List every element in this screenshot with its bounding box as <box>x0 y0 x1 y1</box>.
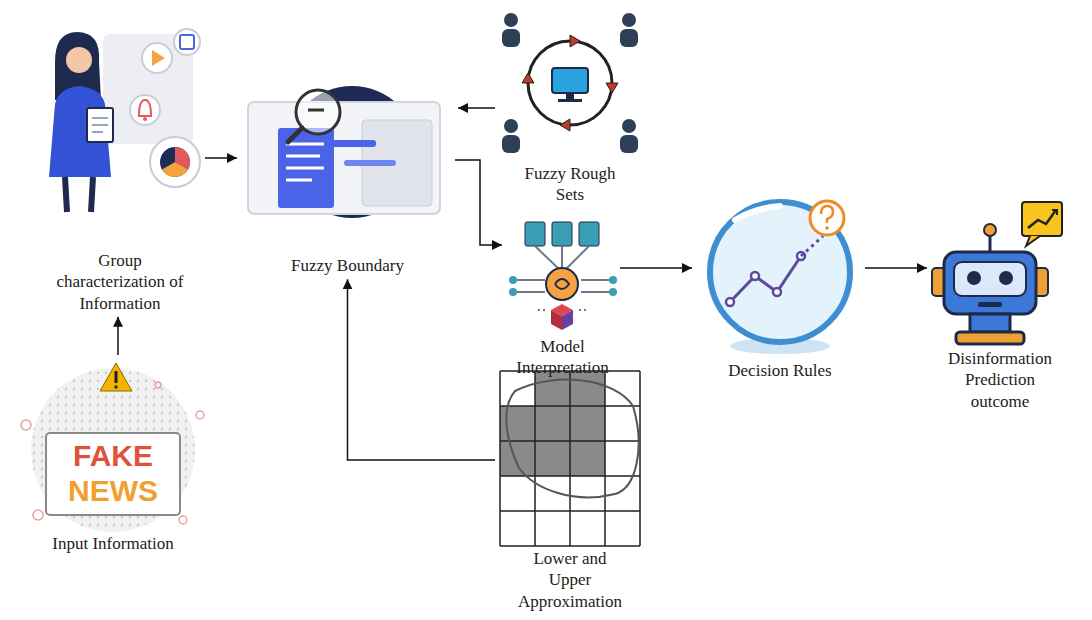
connector-arrow <box>348 279 496 460</box>
boundary-icon <box>240 80 455 255</box>
decision-icon <box>695 190 865 360</box>
group-icon <box>35 12 205 250</box>
model-icon <box>505 218 620 336</box>
node-label: Decision Rules <box>700 360 860 381</box>
prediction-outcome-node: Disinformation Prediction outcome <box>930 198 1070 412</box>
node-label: Group characterization of Information <box>56 250 184 314</box>
node-label: Disinformation Prediction outcome <box>941 348 1059 412</box>
fuzzy-boundary-node: Fuzzy Boundary <box>240 80 455 276</box>
input-information-node: FAKE NEWS Input Information <box>8 355 218 554</box>
connector-arrow <box>117 317 119 355</box>
node-label: Lower and Upper Approximation <box>517 548 623 612</box>
node-label: Fuzzy Boundary <box>248 255 448 276</box>
connector-arrow <box>455 160 502 245</box>
robot-icon <box>930 198 1070 348</box>
model-interpretation-node: Model Interpretation <box>505 218 620 379</box>
decision-rules-node: Decision Rules <box>695 190 865 381</box>
rough-icon <box>495 8 645 163</box>
approximation-node: Lower and Upper Approximation <box>495 366 645 612</box>
badge-text: FAKE NEWS <box>68 439 158 508</box>
connector-arrow <box>865 267 927 269</box>
connector-arrow <box>620 267 692 269</box>
node-label: Fuzzy Rough Sets <box>518 163 623 206</box>
node-label: Model Interpretation <box>507 336 619 379</box>
group-characterization-node: Group characterization of Information <box>35 12 205 314</box>
fuzzy-rough-sets-node: Fuzzy Rough Sets <box>495 8 645 206</box>
connector-arrow <box>458 107 495 109</box>
grid-icon <box>495 366 645 548</box>
node-label: Input Information <box>13 533 213 554</box>
connector-arrow <box>205 157 237 159</box>
